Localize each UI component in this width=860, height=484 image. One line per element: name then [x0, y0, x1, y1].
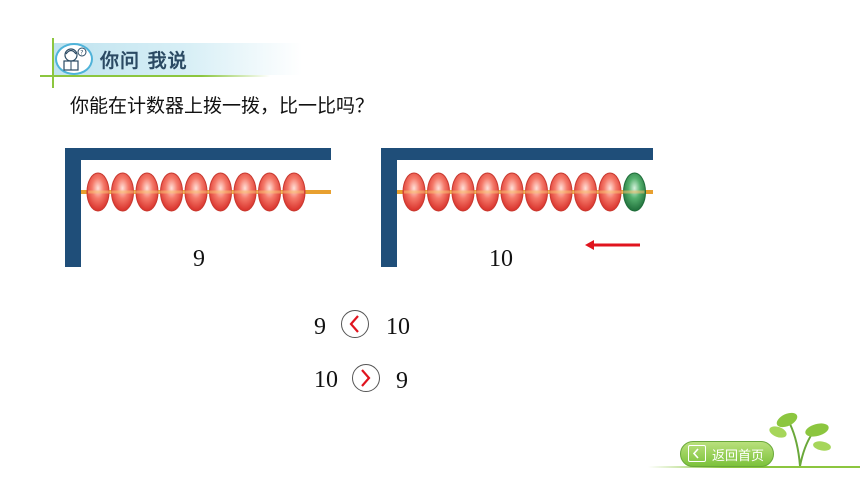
- abacus-left: [65, 148, 331, 267]
- ground-line: [648, 466, 860, 468]
- back-icon: [688, 445, 706, 462]
- abacus-frame-top: [381, 148, 653, 160]
- reading-child-icon: ?: [55, 43, 93, 75]
- abacus-right: [381, 148, 653, 267]
- abacus-right-count: 10: [489, 246, 513, 272]
- header-title: 你问 我说: [100, 50, 188, 72]
- comparison-1-right: 10: [386, 314, 410, 340]
- abacus-frame-post: [65, 148, 81, 267]
- rod-highlight: [88, 190, 304, 194]
- comparison-1-left: 9: [314, 314, 326, 340]
- header-divider-vertical: [52, 38, 54, 88]
- comparison-2-circle: [352, 364, 380, 392]
- question-text: 你能在计数器上拨一拨，比一比吗？: [70, 95, 375, 117]
- abacus-left-count: 9: [193, 246, 205, 272]
- bead-group: [402, 172, 646, 212]
- greater-than-symbol: [361, 369, 371, 387]
- header-banner: [52, 43, 302, 75]
- less-than-symbol: [349, 315, 359, 333]
- comparison-2-left: 10: [314, 367, 338, 393]
- comparison-2-right: 9: [396, 368, 408, 394]
- comparison-1-circle: [341, 310, 369, 338]
- abacus-frame-post: [381, 148, 397, 267]
- return-home-label: 返回首页: [712, 449, 765, 464]
- rod-highlight: [404, 190, 645, 194]
- svg-text:?: ?: [80, 50, 83, 57]
- left-arrow-icon: [585, 240, 640, 250]
- abacus-frame-top: [65, 148, 331, 160]
- header-divider-horizontal: [40, 75, 270, 77]
- sprout-icon: [769, 412, 831, 467]
- bead-group: [86, 172, 306, 212]
